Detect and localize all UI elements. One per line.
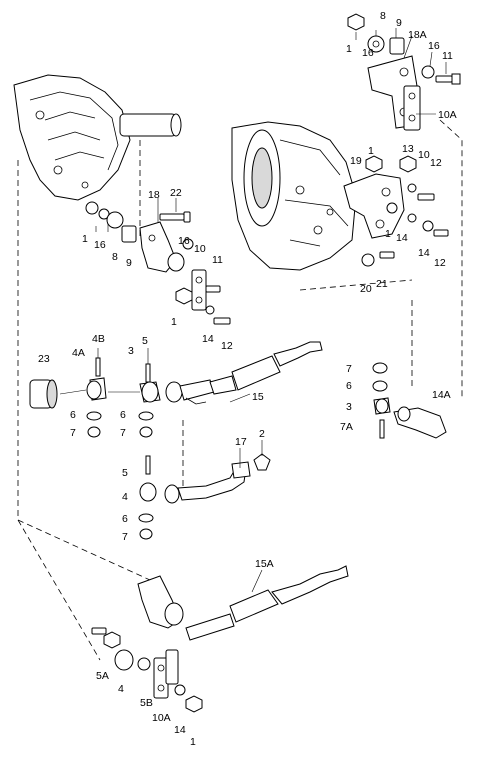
label-7-left-b: 7	[120, 427, 126, 439]
label-7-right: 7	[346, 363, 352, 375]
label-5b: 5B	[140, 697, 153, 709]
label-12-mid: 12	[221, 340, 233, 352]
label-10-mid: 10	[194, 243, 206, 255]
callout-labels: 8 9 18A 1 16 16 11 10A 13 10 19 1 12 1 1…	[38, 10, 457, 748]
label-11-mid: 11	[212, 254, 223, 266]
label-5a: 5A	[96, 670, 109, 682]
label-4-lower: 4	[122, 491, 128, 503]
label-1-mid: 1	[171, 316, 177, 328]
label-10-right: 10	[418, 149, 430, 161]
label-3-mid: 3	[128, 345, 134, 357]
label-14-bottom: 14	[174, 724, 186, 736]
label-1-left: 1	[82, 233, 88, 245]
label-8-top: 8	[380, 10, 386, 22]
label-10a-top: 10A	[438, 109, 457, 121]
label-16-left: 16	[94, 239, 106, 251]
label-12-right-upper: 12	[430, 157, 442, 169]
label-16-top: 16	[362, 47, 374, 59]
label-3-right: 3	[346, 401, 352, 413]
label-15: 15	[252, 391, 264, 403]
label-4-bottom: 4	[118, 683, 124, 695]
clamp-group-upper	[29, 357, 161, 438]
label-5-lower: 5	[122, 467, 128, 479]
label-10a-bottom: 10A	[152, 712, 171, 724]
label-11-top: 11	[442, 50, 453, 62]
label-6-right: 6	[346, 380, 352, 392]
reference-lines	[17, 119, 463, 661]
transmission-housing-left	[13, 74, 182, 201]
label-13: 13	[402, 143, 414, 155]
label-4b: 4B	[92, 333, 105, 345]
label-4a: 4A	[72, 347, 85, 359]
label-16-top-right: 16	[428, 40, 440, 52]
pipe-group-17	[138, 453, 271, 540]
label-8-left: 8	[112, 251, 118, 263]
label-19: 19	[350, 155, 362, 167]
label-20: 20	[360, 283, 372, 295]
bracket-18a	[367, 55, 421, 131]
exhaust-pipe-15a	[91, 565, 349, 713]
label-6-lower: 6	[122, 513, 128, 525]
label-7-left-a: 7	[70, 427, 76, 439]
label-21: 21	[376, 278, 388, 290]
bracket-19	[343, 155, 449, 267]
label-2: 2	[259, 428, 265, 440]
exhaust-pipe-15	[165, 341, 323, 405]
transmission-housing-right	[231, 121, 357, 271]
label-22: 22	[170, 187, 182, 199]
right-clamp-group	[372, 362, 447, 439]
label-18a-top: 18A	[408, 29, 427, 41]
top-small-parts	[347, 13, 461, 85]
label-15a: 15A	[255, 558, 274, 570]
label-12-right-lower: 12	[434, 257, 446, 269]
label-14-right-b: 14	[418, 247, 430, 259]
label-16-mid: 16	[178, 235, 190, 247]
label-6-left-b: 6	[120, 409, 126, 421]
label-17: 17	[235, 436, 247, 448]
label-5-upper: 5	[142, 335, 148, 347]
label-6-left-a: 6	[70, 409, 76, 421]
label-9-left: 9	[126, 257, 132, 269]
label-9-top: 9	[396, 17, 402, 29]
label-1-top: 1	[346, 43, 352, 55]
label-14-right: 14	[396, 232, 408, 244]
label-7a: 7A	[340, 421, 353, 433]
label-7-lower: 7	[122, 531, 128, 543]
label-1-bottom: 1	[190, 736, 196, 748]
label-1-right: 1	[368, 145, 374, 157]
label-14-mid: 14	[202, 333, 214, 345]
label-1-right-mid: 1	[385, 228, 391, 240]
mount-group-18	[85, 201, 231, 325]
leader-lines	[95, 28, 447, 593]
label-23: 23	[38, 353, 50, 365]
label-14a: 14A	[432, 389, 451, 401]
label-18-left: 18	[148, 189, 160, 201]
